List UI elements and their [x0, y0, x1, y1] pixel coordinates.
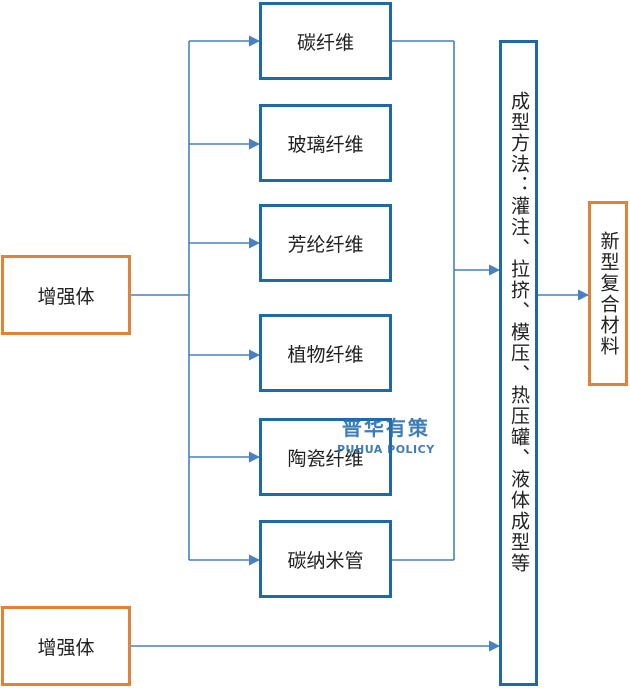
fiber-box-carbon: 碳纤维 — [259, 2, 392, 80]
watermark-cn: 普华有策 — [341, 416, 430, 440]
watermark: 普华有策 PUHUA POLICY — [337, 412, 435, 456]
fiber-box-aramid: 芳纶纤维 — [259, 204, 392, 282]
fiber-box-ceramic: 陶瓷纤维 — [259, 418, 392, 496]
output-box: 新型复合材料 — [588, 201, 628, 386]
watermark-en: PUHUA POLICY — [337, 443, 435, 456]
fiber-label-carbon: 碳纤维 — [296, 31, 354, 54]
reinforcement-box-2: 增强体 — [1, 606, 131, 686]
fiber-label-plant: 植物纤维 — [287, 343, 364, 366]
process-label: 成型方法：灌注、拉挤、模压、热压罐、液体成型等 — [508, 91, 530, 574]
reinforcement-label-1: 增强体 — [37, 285, 95, 308]
fiber-label-cnt: 碳纳米管 — [287, 549, 364, 572]
process-box: 成型方法：灌注、拉挤、模压、热压罐、液体成型等 — [499, 40, 538, 686]
reinforcement-label-2: 增强体 — [37, 636, 95, 659]
fiber-box-plant: 植物纤维 — [259, 314, 392, 392]
fiber-label-glass: 玻璃纤维 — [287, 133, 364, 156]
fiber-box-glass: 玻璃纤维 — [259, 104, 392, 182]
fiber-label-ceramic: 陶瓷纤维 — [287, 447, 364, 470]
fiber-label-aramid: 芳纶纤维 — [287, 233, 364, 256]
output-label: 新型复合材料 — [597, 230, 620, 357]
fiber-box-cnt: 碳纳米管 — [259, 520, 392, 598]
reinforcement-box-1: 增强体 — [1, 255, 131, 335]
